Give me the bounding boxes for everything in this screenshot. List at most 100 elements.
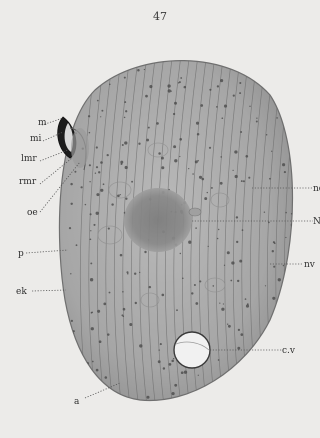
trichocyst-dot xyxy=(294,64,295,65)
trichocyst-dot xyxy=(217,238,219,240)
trichocyst-dot xyxy=(271,151,272,152)
trichocyst-dot xyxy=(231,261,234,264)
trichocyst-dot xyxy=(134,273,136,275)
trichocyst-dot xyxy=(195,227,197,229)
trichocyst-dot xyxy=(237,280,239,282)
trichocyst-dot xyxy=(176,309,178,311)
trichocyst-dot xyxy=(221,117,223,119)
trichocyst-dot xyxy=(111,203,113,205)
label-lmr: lmr xyxy=(21,154,37,164)
trichocyst-dot xyxy=(258,388,260,390)
trichocyst-dot xyxy=(282,163,285,166)
trichocyst-dot xyxy=(199,280,201,282)
trichocyst-dot xyxy=(197,160,199,162)
trichocyst-dot xyxy=(268,222,270,224)
trichocyst-dot xyxy=(237,347,240,350)
trichocyst-dot xyxy=(182,278,184,280)
trichocyst-dot xyxy=(220,79,223,82)
trichocyst-dot xyxy=(89,132,91,134)
trichocyst-dot xyxy=(159,349,160,350)
trichocyst-dot xyxy=(91,312,93,314)
trichocyst-dot xyxy=(221,308,224,311)
trichocyst-dot xyxy=(90,278,93,281)
trichocyst-dot xyxy=(188,241,191,244)
trichocyst-dot xyxy=(240,131,242,133)
trichocyst-dot xyxy=(80,382,83,385)
trichocyst-dot xyxy=(120,163,122,165)
trichocyst-dot xyxy=(173,358,174,359)
trichocyst-dot xyxy=(219,390,222,393)
trichocyst-dot xyxy=(125,110,127,112)
trichocyst-dot xyxy=(144,251,146,253)
trichocyst-dot xyxy=(173,113,175,115)
trichocyst-dot xyxy=(90,213,92,215)
trichocyst-dot xyxy=(274,242,276,244)
trichocyst-dot xyxy=(286,378,289,381)
trichocyst-dot xyxy=(137,69,140,72)
trichocyst-dot xyxy=(275,99,278,102)
trichocyst-dot xyxy=(256,121,258,123)
trichocyst-dot xyxy=(179,156,180,157)
trichocyst-dot xyxy=(160,343,162,345)
trichocyst-dot xyxy=(139,272,140,273)
trichocyst-dot xyxy=(107,333,109,335)
trichocyst-dot xyxy=(90,230,91,231)
trichocyst-dot xyxy=(192,173,194,175)
trichocyst-dot xyxy=(236,216,238,218)
trichocyst-dot xyxy=(156,122,159,125)
trichocyst-dot xyxy=(147,396,150,399)
trichocyst-dot xyxy=(125,198,127,200)
trichocyst-dot xyxy=(89,181,90,182)
trichocyst-dot xyxy=(71,203,73,205)
trichocyst-dot xyxy=(188,168,189,169)
trichocyst-dot xyxy=(70,396,73,399)
trichocyst-dot xyxy=(239,68,241,70)
ciliary-row xyxy=(293,55,309,410)
trichocyst-dot xyxy=(100,161,103,164)
trichocyst-dot xyxy=(211,187,213,189)
trichocyst-dot xyxy=(209,89,211,91)
trichocyst-dot xyxy=(96,146,98,148)
trichocyst-dot xyxy=(233,95,235,97)
trichocyst-dot xyxy=(276,117,278,119)
trichocyst-dot xyxy=(70,183,72,185)
trichocyst-dot xyxy=(286,334,289,337)
trichocyst-dot xyxy=(97,310,100,313)
trichocyst-dot xyxy=(100,116,101,117)
trichocyst-dot xyxy=(107,154,109,156)
trichocyst-dot xyxy=(220,182,223,185)
trichocyst-dot xyxy=(101,110,103,112)
trichocyst-dot xyxy=(99,340,102,343)
trichocyst-dot xyxy=(89,164,91,166)
trichocyst-dot xyxy=(223,303,224,304)
trichocyst-dot xyxy=(87,379,89,381)
page-number: 47 xyxy=(153,10,167,23)
trichocyst-dot xyxy=(239,82,241,84)
trichocyst-dot xyxy=(174,384,177,387)
trichocyst-dot xyxy=(174,102,177,105)
trichocyst-dot xyxy=(120,194,121,195)
trichocyst-dot xyxy=(238,329,240,331)
trichocyst-dot xyxy=(161,294,164,297)
trichocyst-dot xyxy=(121,314,123,316)
trichocyst-dot xyxy=(266,134,268,136)
trichocyst-dot xyxy=(135,302,137,304)
trichocyst-dot xyxy=(269,178,271,180)
trichocyst-dot xyxy=(124,77,126,79)
trichocyst-dot xyxy=(196,122,199,125)
trichocyst-dot xyxy=(95,172,96,173)
trichocyst-dot xyxy=(208,246,209,247)
trichocyst-dot xyxy=(180,77,182,79)
trichocyst-dot xyxy=(284,171,286,173)
trichocyst-dot xyxy=(195,302,198,305)
label-a: a xyxy=(74,397,80,407)
trichocyst-dot xyxy=(241,180,243,182)
label-oe: oe xyxy=(27,208,38,218)
trichocyst-dot xyxy=(246,374,248,376)
label-mi: mi xyxy=(30,134,42,144)
trichocyst-dot xyxy=(264,212,265,213)
trichocyst-dot xyxy=(133,59,135,61)
trichocyst-dot xyxy=(234,150,237,153)
trichocyst-dot xyxy=(174,159,177,162)
